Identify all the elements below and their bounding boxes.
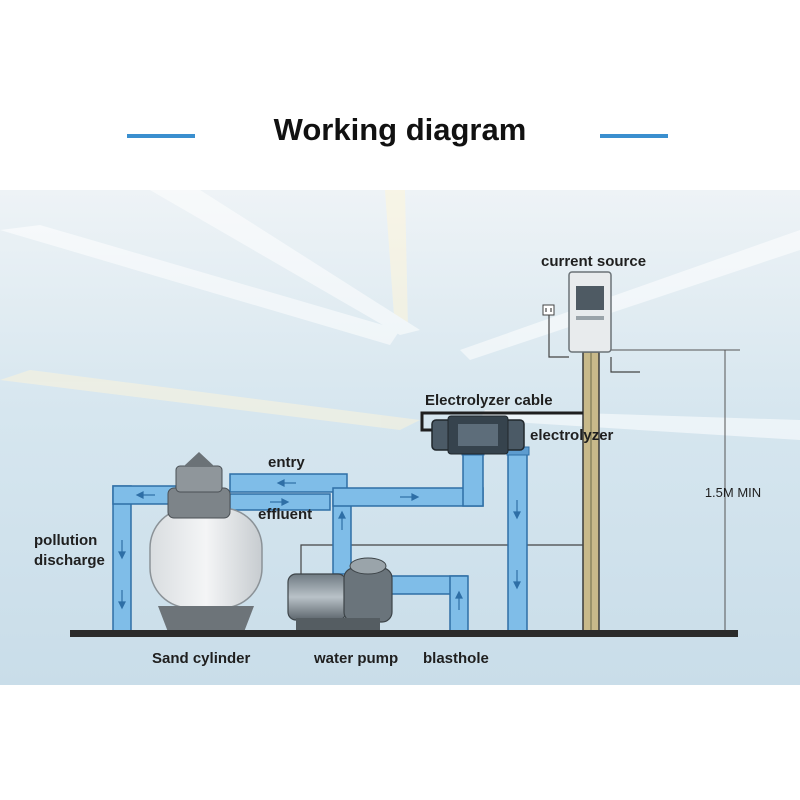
label-current-source: current source (541, 253, 646, 270)
label-pollution-line1: pollution (34, 532, 97, 549)
label-blasthole: blasthole (423, 650, 489, 667)
flow-arrows (118, 479, 521, 610)
water-pump (287, 557, 393, 632)
label-pollution-line2: discharge (34, 552, 105, 569)
pump-wire (300, 544, 583, 575)
working-diagram: 1.5M MIN (0, 190, 800, 685)
plug-wire (548, 315, 569, 358)
label-sand-cylinder: Sand cylinder (152, 650, 251, 667)
ground-line (70, 630, 738, 637)
label-water-pump: water pump (313, 650, 398, 667)
label-electrolyzer: electrolyzer (530, 427, 614, 444)
label-entry: entry (268, 454, 305, 471)
light-streaks (0, 190, 800, 440)
title-bar-left (127, 134, 195, 138)
power-plug-icon (542, 304, 555, 316)
title-bar-right (600, 134, 668, 138)
electrolyzer-cable-line (420, 411, 583, 432)
label-electrolyzer-cable: Electrolyzer cable (425, 392, 553, 409)
right-wire (610, 357, 640, 373)
sand-cylinder (149, 452, 263, 632)
page-title: Working diagram (273, 112, 527, 147)
label-effluent: effluent (258, 506, 312, 523)
height-label: 1.5M MIN (705, 485, 761, 500)
blasthole-pipe (507, 451, 528, 633)
electrolyzer (431, 415, 525, 455)
diagram-stage: 1.5M MIN (0, 190, 800, 685)
current-source-box (568, 271, 612, 353)
current-source-screen (576, 286, 604, 310)
